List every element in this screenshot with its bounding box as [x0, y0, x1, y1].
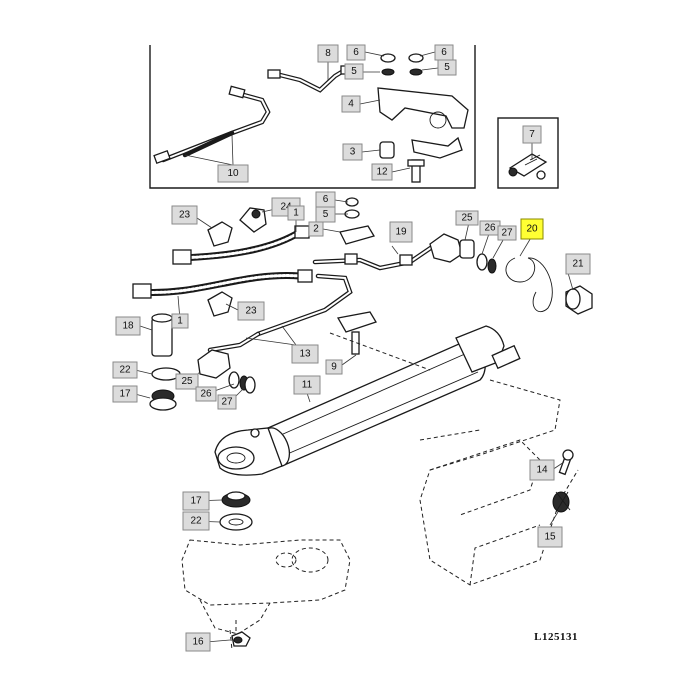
callout-16[interactable]: 16	[185, 632, 211, 652]
callout-5[interactable]: 5	[344, 63, 364, 80]
callout-17[interactable]: 17	[112, 385, 138, 403]
callout-19[interactable]: 19	[389, 221, 413, 243]
clip-16	[231, 631, 251, 647]
left-small-parts	[149, 313, 256, 411]
callout-label: 25	[181, 376, 193, 387]
callout-label: 2	[313, 224, 319, 235]
right-fittings	[429, 233, 593, 315]
callout-1[interactable]: 1	[171, 313, 189, 329]
callout-26[interactable]: 26	[479, 220, 501, 236]
mounting-bracket-4	[377, 53, 469, 183]
callout-2[interactable]: 2	[308, 221, 324, 237]
upper-brake-pipes	[153, 65, 352, 164]
callout-label: 13	[299, 349, 311, 360]
callout-6[interactable]: 6	[346, 44, 366, 61]
callout-14[interactable]: 14	[529, 459, 555, 481]
callout-label: 14	[536, 465, 548, 476]
callout-label: 17	[119, 389, 131, 400]
callout-label: 6	[441, 47, 447, 58]
callout-label: 17	[190, 496, 202, 507]
callout-label: 3	[350, 147, 356, 158]
callout-27[interactable]: 27	[217, 394, 237, 410]
callout-3[interactable]: 3	[342, 143, 363, 161]
callout-label: 18	[122, 321, 134, 332]
callout-label: 25	[461, 213, 473, 224]
callout-6[interactable]: 6	[434, 44, 454, 61]
callout-20-highlighted[interactable]: 20	[520, 218, 544, 240]
callout-label: 22	[119, 365, 131, 376]
callout-1[interactable]: 1	[287, 205, 305, 221]
callout-5[interactable]: 5	[315, 206, 336, 223]
diagram-reference-code: L125131	[534, 631, 578, 643]
callout-27[interactable]: 27	[497, 225, 517, 241]
callout-label: 7	[529, 129, 535, 140]
callout-label: 5	[323, 209, 329, 220]
callout-22[interactable]: 22	[182, 511, 210, 531]
callout-label: 12	[376, 167, 388, 178]
callout-17[interactable]: 17	[182, 491, 210, 511]
callout-26[interactable]: 26	[195, 386, 217, 402]
callout-8[interactable]: 8	[317, 44, 339, 63]
callout-label: 27	[221, 397, 233, 408]
callout-label: 22	[190, 516, 202, 527]
callout-label: 5	[444, 62, 450, 73]
callout-label: 26	[484, 223, 496, 234]
callout-label: 24	[280, 202, 292, 213]
callout-12[interactable]: 12	[371, 163, 393, 181]
callout-label: 1	[293, 208, 299, 219]
leader-lines	[134, 51, 574, 643]
callout-label: 27	[501, 228, 513, 239]
callout-label: 26	[200, 389, 212, 400]
lower-washers	[219, 491, 253, 531]
callout-label: 4	[348, 99, 354, 110]
callout-18[interactable]: 18	[115, 316, 141, 336]
callout-10[interactable]: 10	[217, 164, 249, 183]
callout-6[interactable]: 6	[315, 191, 336, 208]
callout-label: 6	[353, 47, 359, 58]
rigid-pipes	[207, 242, 438, 353]
callouts: 8 6 6 5 5 4 3 12 10 7 6 5 2 24 1 23 19 2…	[112, 44, 591, 652]
callout-5[interactable]: 5	[437, 59, 457, 76]
callout-25[interactable]: 25	[175, 373, 199, 390]
callout-7[interactable]: 7	[522, 125, 542, 144]
upper-inset-frame	[149, 45, 476, 189]
callout-label: 16	[192, 637, 204, 648]
callout-label: 19	[395, 227, 407, 238]
hose-clips	[207, 207, 267, 317]
callout-label: 10	[227, 168, 239, 179]
callout-label: 5	[351, 66, 357, 77]
callout-23[interactable]: 23	[171, 205, 198, 225]
callout-label: 20	[526, 224, 538, 235]
callout-15[interactable]: 15	[537, 526, 563, 548]
callout-9[interactable]: 9	[325, 359, 343, 375]
callout-label: 9	[331, 362, 337, 373]
detail-box-part-7	[497, 117, 559, 189]
callout-25[interactable]: 25	[455, 210, 479, 226]
pivot-pin-parts	[552, 449, 574, 513]
callout-13[interactable]: 13	[291, 344, 319, 364]
callout-label: 23	[179, 210, 191, 221]
callout-label: 8	[325, 48, 331, 59]
flexible-hoses	[132, 225, 313, 299]
callout-23[interactable]: 23	[237, 301, 265, 321]
hydraulic-cylinder	[214, 325, 521, 476]
callout-label: 6	[323, 194, 329, 205]
callout-label: 1	[177, 316, 183, 327]
callout-label: 11	[302, 380, 313, 391]
callout-4[interactable]: 4	[341, 95, 361, 113]
callout-label: 21	[572, 259, 584, 270]
callout-21[interactable]: 21	[565, 253, 591, 275]
callout-11[interactable]: 11	[293, 375, 321, 395]
callout-label: 23	[245, 306, 257, 317]
callout-label: 15	[544, 532, 556, 543]
callout-22[interactable]: 22	[112, 361, 138, 379]
